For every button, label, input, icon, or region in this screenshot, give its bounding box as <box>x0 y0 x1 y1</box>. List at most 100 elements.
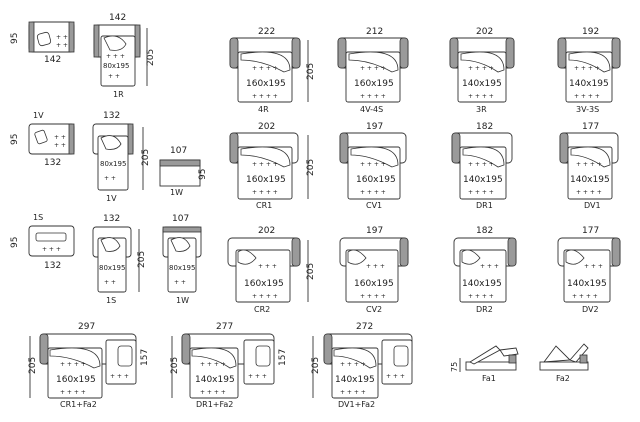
svg-text:+ + +: + + + <box>248 373 267 380</box>
svg-text:+ + + +: + + + + <box>252 93 278 100</box>
piece-1w-closed: 107 1W 95 <box>159 146 208 197</box>
code-label: 1V <box>33 111 44 120</box>
code-label: DV1+Fa2 <box>338 400 375 409</box>
piece-cr2: 202 + + + 160x195 + + + + 205 CR2 <box>227 226 316 314</box>
mattress-label: 160x195 <box>356 175 396 185</box>
code-label: 1W <box>170 188 183 197</box>
piece-3r: 202 + + + + 140x195 + + + + 3R <box>449 27 515 114</box>
svg-text:+ + + +: + + + + <box>60 389 86 396</box>
svg-text:+ + + +: + + + + <box>468 65 494 72</box>
code-label: CV2 <box>366 305 382 314</box>
depth-label: 205 <box>306 63 316 80</box>
svg-text:+ +: + + <box>54 134 66 141</box>
width-label: 177 <box>582 226 599 236</box>
svg-text:+ + + +: + + + + <box>576 189 602 196</box>
code-label: CR1+Fa2 <box>60 400 97 409</box>
depth-label: 205 <box>306 263 316 280</box>
code-label: Fa2 <box>556 374 570 383</box>
svg-text:+ + + +: + + + + <box>252 293 278 300</box>
depth-label: 205 <box>306 159 316 176</box>
width-label: 132 <box>103 111 120 121</box>
piece-fa2: Fa2 <box>539 343 589 383</box>
mattress-label: 80x195 <box>100 160 126 168</box>
svg-text:+ + + +: + + + + <box>576 161 602 168</box>
svg-text:+ + + +: + + + + <box>360 293 386 300</box>
width-label: 202 <box>476 27 493 37</box>
code-label: 3R <box>476 105 487 114</box>
piece-1s: 132 80x195 + + 205 1S <box>92 214 147 305</box>
svg-text:+ + +: + + + <box>386 373 405 380</box>
chaise-depth-label: 157 <box>278 349 288 366</box>
width-label: 272 <box>356 322 373 332</box>
mattress-label: 80x195 <box>99 264 125 272</box>
mattress-label: 140x195 <box>463 175 503 185</box>
width-label: 197 <box>366 226 383 236</box>
mattress-label: 140x195 <box>569 79 609 89</box>
piece-top-armchair: + + + + 142 95 <box>10 21 75 65</box>
depth-label: 205 <box>137 251 147 268</box>
width-label: 132 <box>44 261 61 271</box>
svg-text:+ + + +: + + + + <box>468 161 494 168</box>
svg-text:+ + +: + + + <box>110 373 129 380</box>
svg-text:+ + + +: + + + + <box>200 389 226 396</box>
piece-cr1: 202 + + + + 160x195 + + + + 205 CR1 <box>229 122 316 210</box>
mattress-label: 160x195 <box>354 79 394 89</box>
code-label: 1S <box>106 296 116 305</box>
code-label: DR2 <box>476 305 493 314</box>
piece-3v-3s: 192 + + + + 140x195 + + + + 3V-3S <box>557 27 621 114</box>
piece-cr1-fa2: 297 + + + + 160x195 + + + + + + + 205 15… <box>28 322 150 409</box>
svg-text:+ + +: + + + <box>42 246 61 253</box>
svg-text:+ + + +: + + + + <box>360 189 386 196</box>
svg-text:+ + +: + + + <box>106 53 125 60</box>
svg-text:+ +: + + <box>174 279 186 286</box>
svg-text:+ +: + + <box>108 73 120 80</box>
svg-text:+ + + +: + + + + <box>574 93 600 100</box>
depth-label: 205 <box>141 149 151 166</box>
width-label: 212 <box>366 27 383 37</box>
svg-text:+ + + +: + + + + <box>572 293 598 300</box>
mattress-label: 160x195 <box>246 175 286 185</box>
svg-text:+ +: + + <box>56 34 68 41</box>
width-label: 202 <box>258 122 275 132</box>
code-label: 1W <box>176 296 189 305</box>
svg-text:+ + + +: + + + + <box>252 65 278 72</box>
mattress-label: 140x195 <box>335 375 375 385</box>
width-label: 182 <box>476 226 493 236</box>
mattress-label: 160x195 <box>244 279 284 289</box>
code-label: 1S <box>33 213 43 222</box>
piece-dr1: 182 + + + + 140x195 + + + + DR1 <box>451 122 513 210</box>
piece-dv2: 177 + + + 140x195 + + + + DV2 <box>557 226 621 314</box>
svg-text:+ + +: + + + <box>584 263 603 270</box>
mattress-label: 140x195 <box>462 279 502 289</box>
piece-dr1-fa2: 277 + + + + 140x195 + + + + + + + 205 15… <box>170 322 288 409</box>
height-label: 75 <box>450 362 459 372</box>
code-label: 4V-4S <box>360 105 383 114</box>
code-label: 4R <box>258 105 269 114</box>
code-label: DV2 <box>582 305 599 314</box>
width-label: 277 <box>216 322 233 332</box>
svg-text:+ + + +: + + + + <box>200 361 226 368</box>
piece-1v: 132 80x195 + + 205 1V <box>92 111 151 203</box>
depth-label: 95 <box>10 33 20 44</box>
depth-label: 95 <box>198 169 208 180</box>
width-label: 192 <box>582 27 599 37</box>
piece-cv2: 197 + + + 160x195 + + + + CV2 <box>339 226 409 314</box>
mattress-label: 80x195 <box>103 62 129 70</box>
piece-4v-4s: 212 + + + + 160x195 + + + + 4V-4S <box>337 27 409 114</box>
width-label: 142 <box>109 13 126 23</box>
svg-text:+ + + +: + + + + <box>60 361 86 368</box>
width-label: 107 <box>170 146 187 156</box>
code-label: DR1 <box>476 201 493 210</box>
mattress-label: 140x195 <box>195 375 235 385</box>
mattress-label: 140x195 <box>462 79 502 89</box>
piece-1v-armchair: 1V + + + + 132 95 <box>10 111 75 168</box>
code-label: DR1+Fa2 <box>196 400 233 409</box>
code-label: 1V <box>106 194 117 203</box>
piece-dr2: 182 + + + 140x195 + + + + DR2 <box>453 226 517 314</box>
code-label: CV1 <box>366 201 382 210</box>
svg-text:+ +: + + <box>56 42 68 49</box>
depth-label: 205 <box>170 357 180 374</box>
depth-label: 95 <box>10 237 20 248</box>
code-label: 3V-3S <box>576 105 599 114</box>
